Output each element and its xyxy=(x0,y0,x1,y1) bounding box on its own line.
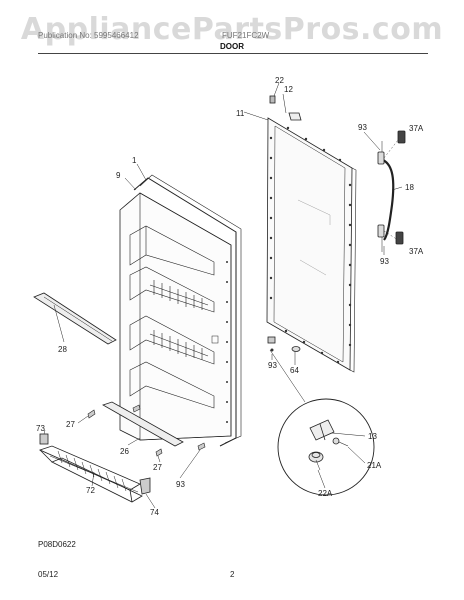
door-panel-screw-holes xyxy=(269,126,352,364)
hinge-pin-top xyxy=(269,95,276,104)
publication-number: Publication No: 5995466412 xyxy=(38,31,139,40)
callout-72: 72 xyxy=(86,486,95,495)
callout-27b: 27 xyxy=(153,463,162,472)
header-rule xyxy=(38,53,428,54)
callout-leader-lines xyxy=(43,82,403,509)
diagram-title: DOOR xyxy=(220,42,244,51)
callout-73: 73 xyxy=(36,424,45,433)
shelf-rail-28 xyxy=(33,292,117,345)
callout-37a-top: 37A xyxy=(409,124,424,133)
callout-37a-bottom: 37A xyxy=(409,247,424,256)
callout-74: 74 xyxy=(150,508,159,517)
callout-21a: 21A xyxy=(367,461,382,470)
callout-1: 1 xyxy=(132,156,137,165)
callout-22: 22 xyxy=(275,76,284,85)
callout-93-right: 93 xyxy=(176,480,185,489)
top-plug xyxy=(288,112,302,121)
callout-9: 9 xyxy=(116,171,121,180)
callout-13: 13 xyxy=(368,432,377,441)
diagram-code: P08D0622 xyxy=(38,540,76,549)
callout-28: 28 xyxy=(58,345,67,354)
callout-93-hinge: 93 xyxy=(268,361,277,370)
bushing xyxy=(291,346,301,352)
screw-27a xyxy=(87,409,96,419)
callout-18: 18 xyxy=(405,183,414,192)
handle-end-cap-bottom xyxy=(395,231,404,245)
shelf-rail-26 xyxy=(102,401,184,447)
screw-93 xyxy=(197,442,206,451)
hinge-bottom xyxy=(267,336,276,344)
callout-12: 12 xyxy=(284,85,293,94)
callout-64: 64 xyxy=(290,366,299,375)
callout-labels: 1 9 11 12 22 93 37A 18 93 37A 93 64 28 2… xyxy=(36,76,424,517)
model-number: FUF21FC2W xyxy=(222,31,270,40)
footer-page-number: 2 xyxy=(230,570,235,579)
hinge-screw xyxy=(270,348,274,352)
callout-93-bottom: 93 xyxy=(380,257,389,266)
callout-27a: 27 xyxy=(66,420,75,429)
callout-22a: 22A xyxy=(318,489,333,498)
basket-clip-73 xyxy=(39,433,49,445)
screw-27b xyxy=(155,448,163,457)
outer-door-panel xyxy=(266,117,357,373)
inner-door-liner xyxy=(119,174,242,447)
callout-26: 26 xyxy=(120,447,129,456)
handle-end-cap-top xyxy=(397,130,406,144)
door-handle xyxy=(377,139,399,252)
callout-93-top: 93 xyxy=(358,123,367,132)
callout-11: 11 xyxy=(236,109,245,118)
footer-date: 05/12 xyxy=(38,570,59,579)
hinge-detail-callout xyxy=(269,349,375,496)
basket-clip-74 xyxy=(139,477,151,495)
screw-27b-top xyxy=(132,404,141,413)
door-basket xyxy=(38,445,143,503)
